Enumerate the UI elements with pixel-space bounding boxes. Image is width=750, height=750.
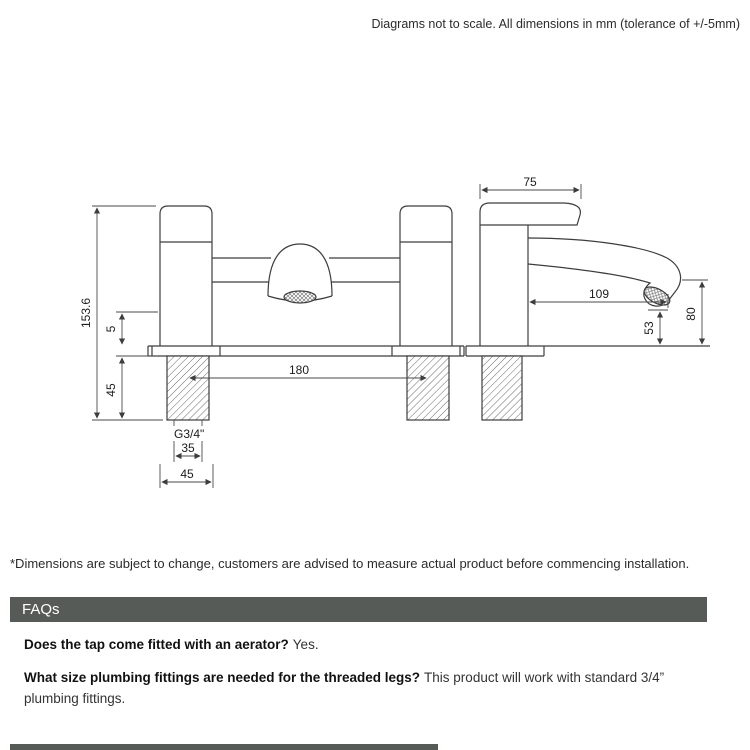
threaded-leg-right: [406, 355, 450, 421]
dim-spout-clearance: 53: [642, 321, 656, 335]
pillar-left: [159, 205, 213, 346]
side-dimensions: 75 109 53 80: [479, 175, 708, 345]
next-section-bar: [10, 744, 438, 750]
dim-spout-height: 80: [684, 307, 698, 321]
faq-question: What size plumbing fittings are needed f…: [24, 670, 421, 686]
side-view: [465, 202, 710, 421]
faq-answer: This product will work with standard 3/4…: [24, 670, 665, 706]
scale-note: Diagrams not to scale. All dimensions in…: [371, 17, 740, 31]
faq-answer: Yes.: [292, 637, 319, 652]
spout-side: [527, 237, 682, 307]
dimension-diagram: 153.6 5 45 180 G3/4" 35 45: [79, 175, 710, 488]
pillar-right: [399, 205, 453, 346]
dim-tap-centres: 180: [289, 363, 309, 377]
dim-body-width: 45: [180, 467, 194, 481]
dim-total-height: 153.6: [79, 298, 93, 328]
dim-spout-reach: 109: [589, 287, 609, 301]
faq-item: What size plumbing fittings are needed f…: [24, 668, 702, 709]
faq-header: FAQs: [10, 597, 707, 622]
faq-title: FAQs: [22, 601, 60, 618]
spout-front: [267, 243, 333, 297]
front-dimensions: 153.6 5 45 180 G3/4" 35 45: [79, 205, 427, 488]
threaded-leg-left: [166, 355, 210, 421]
dim-thread-size: G3/4": [174, 427, 204, 441]
dim-thread-width: 35: [181, 441, 195, 455]
dim-deck-gap: 5: [104, 325, 118, 332]
faq-item: Does the tap come fitted with an aerator…: [24, 635, 702, 655]
disclaimer: *Dimensions are subject to change, custo…: [10, 556, 690, 571]
handle-side: [479, 202, 582, 226]
faq-question: Does the tap come fitted with an aerator…: [24, 637, 289, 652]
dim-leg-length: 45: [104, 383, 118, 397]
threaded-leg-side: [481, 355, 523, 421]
aerator-front: [283, 290, 317, 304]
faq-section: FAQs Does the tap come fitted with an ae…: [10, 597, 710, 709]
front-view: [147, 205, 465, 421]
dim-handle-length: 75: [523, 175, 537, 189]
